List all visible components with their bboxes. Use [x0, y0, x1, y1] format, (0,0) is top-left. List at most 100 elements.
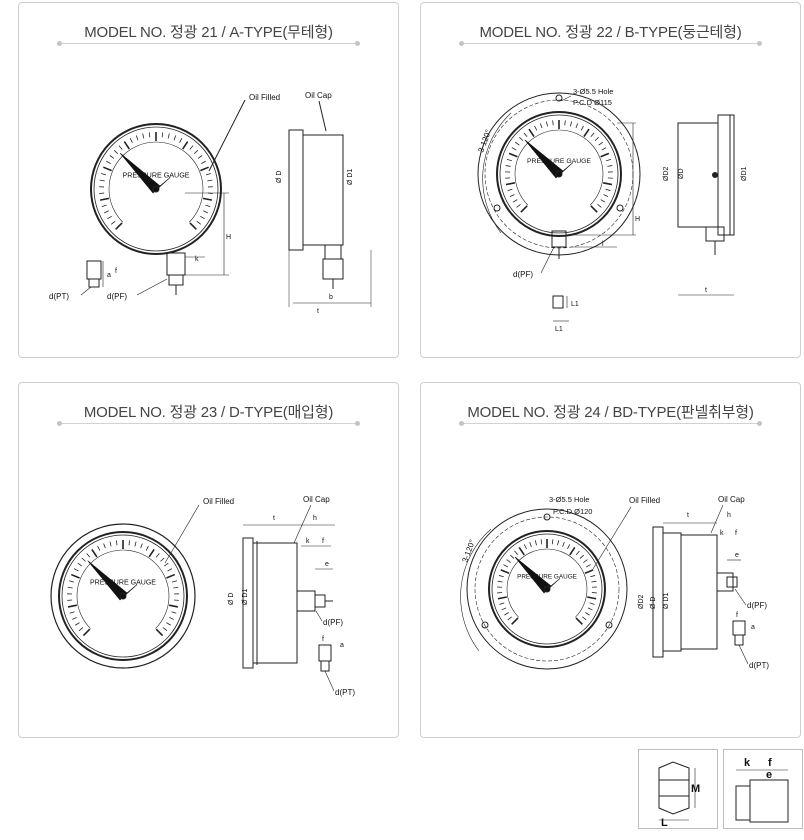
dial-tick [75, 622, 80, 626]
dial-tick [77, 562, 82, 567]
a-type-drawing: PRESSURE GAUGE Oil Filled Oil Cap H k a … [49, 91, 372, 315]
dial-tick [179, 138, 183, 143]
label-dia-d2: ØD2 [663, 167, 670, 182]
dial-tick [167, 133, 170, 139]
dial-tick [600, 199, 606, 203]
label-dia-d: ØD [678, 169, 685, 180]
label-d-pf: d(PF) [107, 292, 127, 301]
dial-tick [587, 607, 593, 611]
dial-tick [529, 541, 532, 547]
label-f2: f [736, 612, 738, 619]
label-oil-cap: Oil Cap [305, 91, 332, 100]
dial-tick [97, 545, 101, 551]
dial-tick [514, 550, 519, 556]
label-e: e [766, 769, 772, 781]
dial-tick [168, 604, 179, 608]
dial-tick [575, 123, 579, 129]
model-card-bd-type: MODEL NO. 정광 24 / BD-TYPE(판넬취부형) PRESSUR… [420, 382, 801, 738]
label-a: a [340, 642, 344, 649]
label-m: M [691, 783, 700, 795]
dial-tick [118, 145, 123, 150]
label-k: k [195, 256, 199, 263]
dial-tick [499, 602, 505, 605]
dial-tick [507, 188, 513, 192]
dial-tick [202, 197, 213, 201]
dial-tick [503, 564, 508, 568]
dial-tick [497, 596, 507, 600]
label-t: t [273, 515, 275, 522]
dial-tick [145, 545, 149, 551]
dial-tick [528, 128, 535, 138]
dial-tick [166, 573, 176, 579]
label-oil-cap: Oil Cap [718, 495, 745, 504]
label-d-pf: d(PF) [323, 618, 343, 627]
model-card-d-type: MODEL NO. 정광 23 / D-TYPE(매입형) PRESSURE G… [18, 382, 399, 738]
gauge-front-view: PRESSURE GAUGE [90, 123, 222, 255]
dial-tick [591, 580, 597, 583]
label-e: e [735, 552, 739, 559]
label-f2: f [322, 636, 324, 643]
dial-tick [86, 553, 91, 558]
dial-tick [579, 554, 584, 559]
dial-tick [500, 569, 510, 575]
dial-tick [78, 627, 84, 631]
label-k: k [306, 538, 310, 545]
label-h: h [313, 515, 317, 522]
dial-tick [515, 141, 520, 146]
b-type-drawing: PRESSURE GAUGE 3-120° 3-Ø5.5 Hole P.C.D … [476, 87, 748, 333]
d-type-drawing: PRESSURE GAUGE Oil Filled Oil Cap t h k … [50, 495, 355, 697]
hex-fitting-drawing: M L [658, 761, 700, 829]
dial-tick [103, 543, 106, 549]
gauge-caption: PRESSURE GAUGE [527, 158, 591, 165]
dial-tick [200, 166, 209, 172]
dial-tick [598, 141, 603, 146]
dial-tick [169, 616, 175, 620]
dial-tick [129, 138, 133, 143]
dial-tick [511, 147, 517, 151]
dial-tick [583, 559, 588, 563]
gauge-front-view: PRESSURE GAUGE [58, 531, 188, 661]
thumbnail-hex-fitting[interactable]: M L [638, 749, 718, 829]
label-a: a [751, 624, 755, 631]
label-oil-filled: Oil Filled [249, 93, 280, 102]
dial-tick [155, 628, 164, 637]
label-k: k [744, 757, 751, 769]
dial-tick [200, 215, 205, 220]
dial-tick [148, 548, 155, 558]
gauge-caption: PRESSURE GAUGE [122, 171, 189, 179]
label-d-pt: d(PT) [335, 688, 355, 697]
gauge-needle [119, 152, 171, 194]
dial-tick [73, 568, 79, 572]
bd-type-drawing: PRESSURE GAUGE 3-120° 3-Ø5.5 Hole P.C.D … [460, 495, 769, 670]
dial-tick [171, 580, 178, 583]
card-title: MODEL NO. 정광 23 / D-TYPE(매입형) [83, 404, 334, 421]
title-divider [57, 421, 360, 426]
dial-tick [167, 568, 173, 572]
side-fitting-drawing: k f e [735, 757, 789, 823]
dial-tick [594, 137, 599, 142]
label-t: t [317, 308, 319, 315]
dial-tick [207, 179, 213, 182]
dial-tick [590, 132, 595, 137]
dial-tick [123, 141, 130, 150]
label-h: h [727, 512, 731, 519]
label-dia-d2: ØD2 [638, 595, 645, 610]
label-h: H [635, 216, 640, 223]
dial-tick [597, 204, 602, 208]
dial-tick [519, 137, 524, 142]
label-d-pt: d(PT) [749, 661, 769, 670]
dial-tick [70, 573, 80, 579]
dial-tick [507, 616, 512, 621]
dial-tick [109, 155, 115, 159]
label-dia-d: Ø D [228, 593, 235, 605]
dial-tick [106, 160, 111, 164]
gauge-front-view: PRESSURE GAUGE [496, 111, 622, 237]
dial-tick [589, 602, 595, 605]
thumbnail-side-fitting[interactable]: k f e [723, 749, 803, 829]
label-pcd: P.C.D Ø115 [573, 98, 612, 107]
dial-tick [142, 133, 145, 139]
dial-tick [586, 564, 591, 568]
gauge-caption: PRESSURE GAUGE [90, 579, 156, 586]
dial-tick [128, 540, 130, 546]
label-oil-filled: Oil Filled [203, 497, 234, 506]
